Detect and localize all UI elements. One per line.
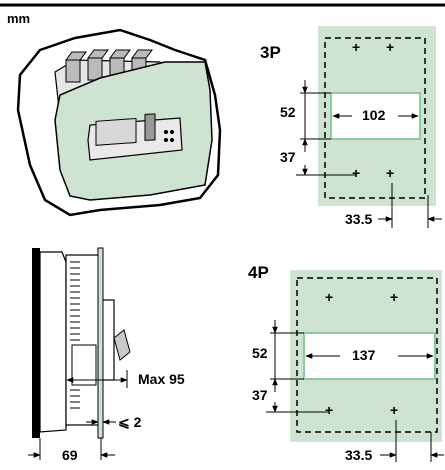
- side-handle: [113, 329, 131, 361]
- mount-hole-mark: +: [386, 39, 395, 55]
- dim-3p-cutout-width: 102: [362, 107, 386, 123]
- dim-4p-height-bottom: 37: [252, 387, 268, 403]
- mount-hole-mark: +: [386, 165, 395, 181]
- cutout-4p-drawing: [266, 270, 444, 462]
- toggle-handle: [144, 113, 156, 141]
- dim-max-depth: Max 95: [138, 371, 185, 387]
- side-lower-block: [71, 344, 97, 386]
- mount-hole-mark: +: [352, 165, 361, 181]
- dim-base-depth: 69: [62, 447, 78, 463]
- title-3p: 3P: [260, 43, 281, 62]
- side-wall: [32, 248, 40, 438]
- side-view-drawing: [28, 247, 131, 460]
- dim-4p-height-top: 52: [252, 345, 268, 361]
- dashed-frame-4p: [296, 277, 438, 433]
- side-body-outline: [39, 251, 67, 433]
- dim-panel-thickness: ⩽ 2: [118, 414, 142, 430]
- unit-label: mm: [7, 11, 31, 26]
- dashed-frame-3p: [324, 37, 426, 199]
- side-door-panel: [97, 247, 104, 439]
- mount-hole-mark: +: [325, 289, 334, 305]
- mount-hole-mark: +: [325, 402, 334, 418]
- dim-3p-height-top: 52: [280, 104, 296, 120]
- cutout-3p-drawing: [296, 26, 442, 228]
- dim-4p-cutout-width: 137: [352, 347, 376, 363]
- dim-3p-height-bottom: 37: [280, 149, 296, 165]
- isometric-breaker-view: [16, 28, 222, 217]
- mount-hole-mark: +: [390, 402, 399, 418]
- side-fins: [70, 261, 80, 409]
- mount-hole-mark: +: [390, 289, 399, 305]
- title-4p: 4P: [248, 263, 269, 282]
- dim-4p-offset: 33.5: [345, 447, 373, 463]
- dim-3p-offset: 33.5: [345, 211, 373, 227]
- trip-unit-screen: [95, 117, 137, 146]
- mount-hole-mark: +: [352, 39, 361, 55]
